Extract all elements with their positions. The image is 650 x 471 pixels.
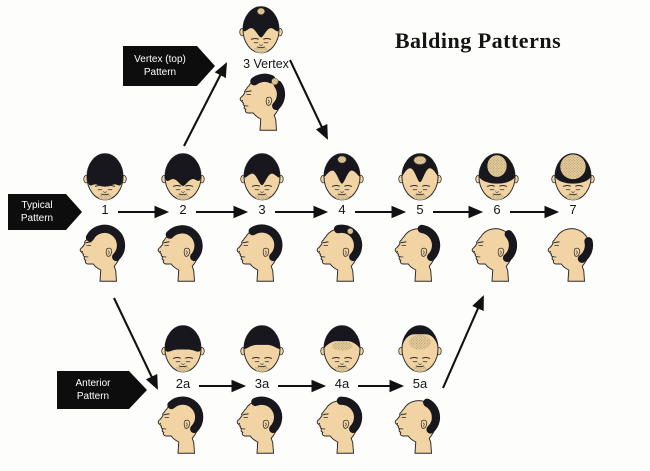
anterior-pattern-label: Anterior Pattern <box>57 371 147 409</box>
head-profile-stage-2a <box>157 396 204 454</box>
stage-number-5a: 5a <box>412 376 428 391</box>
arrow-vertex-to-4 <box>289 59 328 140</box>
head-profile-stage-3 <box>236 224 283 282</box>
stage-number-2: 2 <box>179 202 187 217</box>
vertex-pattern-label: Vertex (top) Pattern <box>123 46 215 86</box>
stage-number-3a: 3a <box>254 376 270 391</box>
head-profile-stage-5a <box>394 398 441 454</box>
anterior-pattern-label-line2: Pattern <box>76 391 110 402</box>
stage-number-7: 7 <box>569 202 577 217</box>
head-top-stage-2 <box>161 153 205 201</box>
anterior-pattern-label-body: Anterior Pattern <box>57 371 129 409</box>
anterior-pattern-label-arrowhead <box>129 371 147 409</box>
stage-number-6: 6 <box>493 202 501 217</box>
head-top-stage-5a <box>398 325 442 373</box>
vertex-pattern-label-arrowhead <box>197 46 215 86</box>
anterior-pattern-label-line1: Anterior <box>75 378 111 389</box>
typical-pattern-label-line2: Pattern <box>20 213 54 224</box>
typical-pattern-label-line1: Typical <box>21 200 53 211</box>
head-top-stage-7 <box>551 153 595 201</box>
stage-number-5: 5 <box>416 202 424 217</box>
head-profile-stage-1 <box>79 224 126 282</box>
vertex-pattern-label-body: Vertex (top) Pattern <box>123 46 197 86</box>
typical-pattern-label-body: Typical Pattern <box>8 194 66 230</box>
head-top-stage-1 <box>83 153 127 201</box>
vertex-pattern-label-line1: Vertex (top) <box>134 54 186 65</box>
typical-pattern-label-arrowhead <box>66 194 82 230</box>
page-title: Balding Patterns <box>394 28 562 53</box>
head-top-stage-4 <box>320 153 364 201</box>
head-profile-stage-7 <box>547 228 594 282</box>
head-top-stage-3-vertex <box>239 6 283 54</box>
arrow-5a-to-6 <box>442 295 484 389</box>
head-top-stage-2a <box>161 325 205 373</box>
stage-number-3: 3 <box>258 202 266 217</box>
stage-number-4a: 4a <box>334 376 350 391</box>
typical-pattern-label: Typical Pattern <box>8 194 82 230</box>
head-profile-stage-3-vertex <box>239 73 286 131</box>
head-profile-stage-4 <box>316 224 363 282</box>
vertex-stage-label: 3 Vertex <box>243 57 289 71</box>
stage-number-1: 1 <box>101 202 109 217</box>
vertex-pattern-label-line2: Pattern <box>143 67 177 78</box>
stage-number-4: 4 <box>338 202 346 217</box>
head-profile-stage-3a <box>236 396 283 454</box>
head-profile-stage-5 <box>394 224 441 282</box>
head-profile-stage-6 <box>471 228 518 282</box>
head-top-stage-3a <box>240 325 284 373</box>
head-top-stage-4a <box>320 325 364 373</box>
head-top-stage-5 <box>398 153 442 201</box>
stage-number-2a: 2a <box>175 376 191 391</box>
head-profile-stage-2 <box>157 225 203 282</box>
head-top-stage-6 <box>475 153 519 201</box>
head-profile-stage-4a <box>316 396 363 454</box>
head-top-stage-3 <box>240 153 284 201</box>
